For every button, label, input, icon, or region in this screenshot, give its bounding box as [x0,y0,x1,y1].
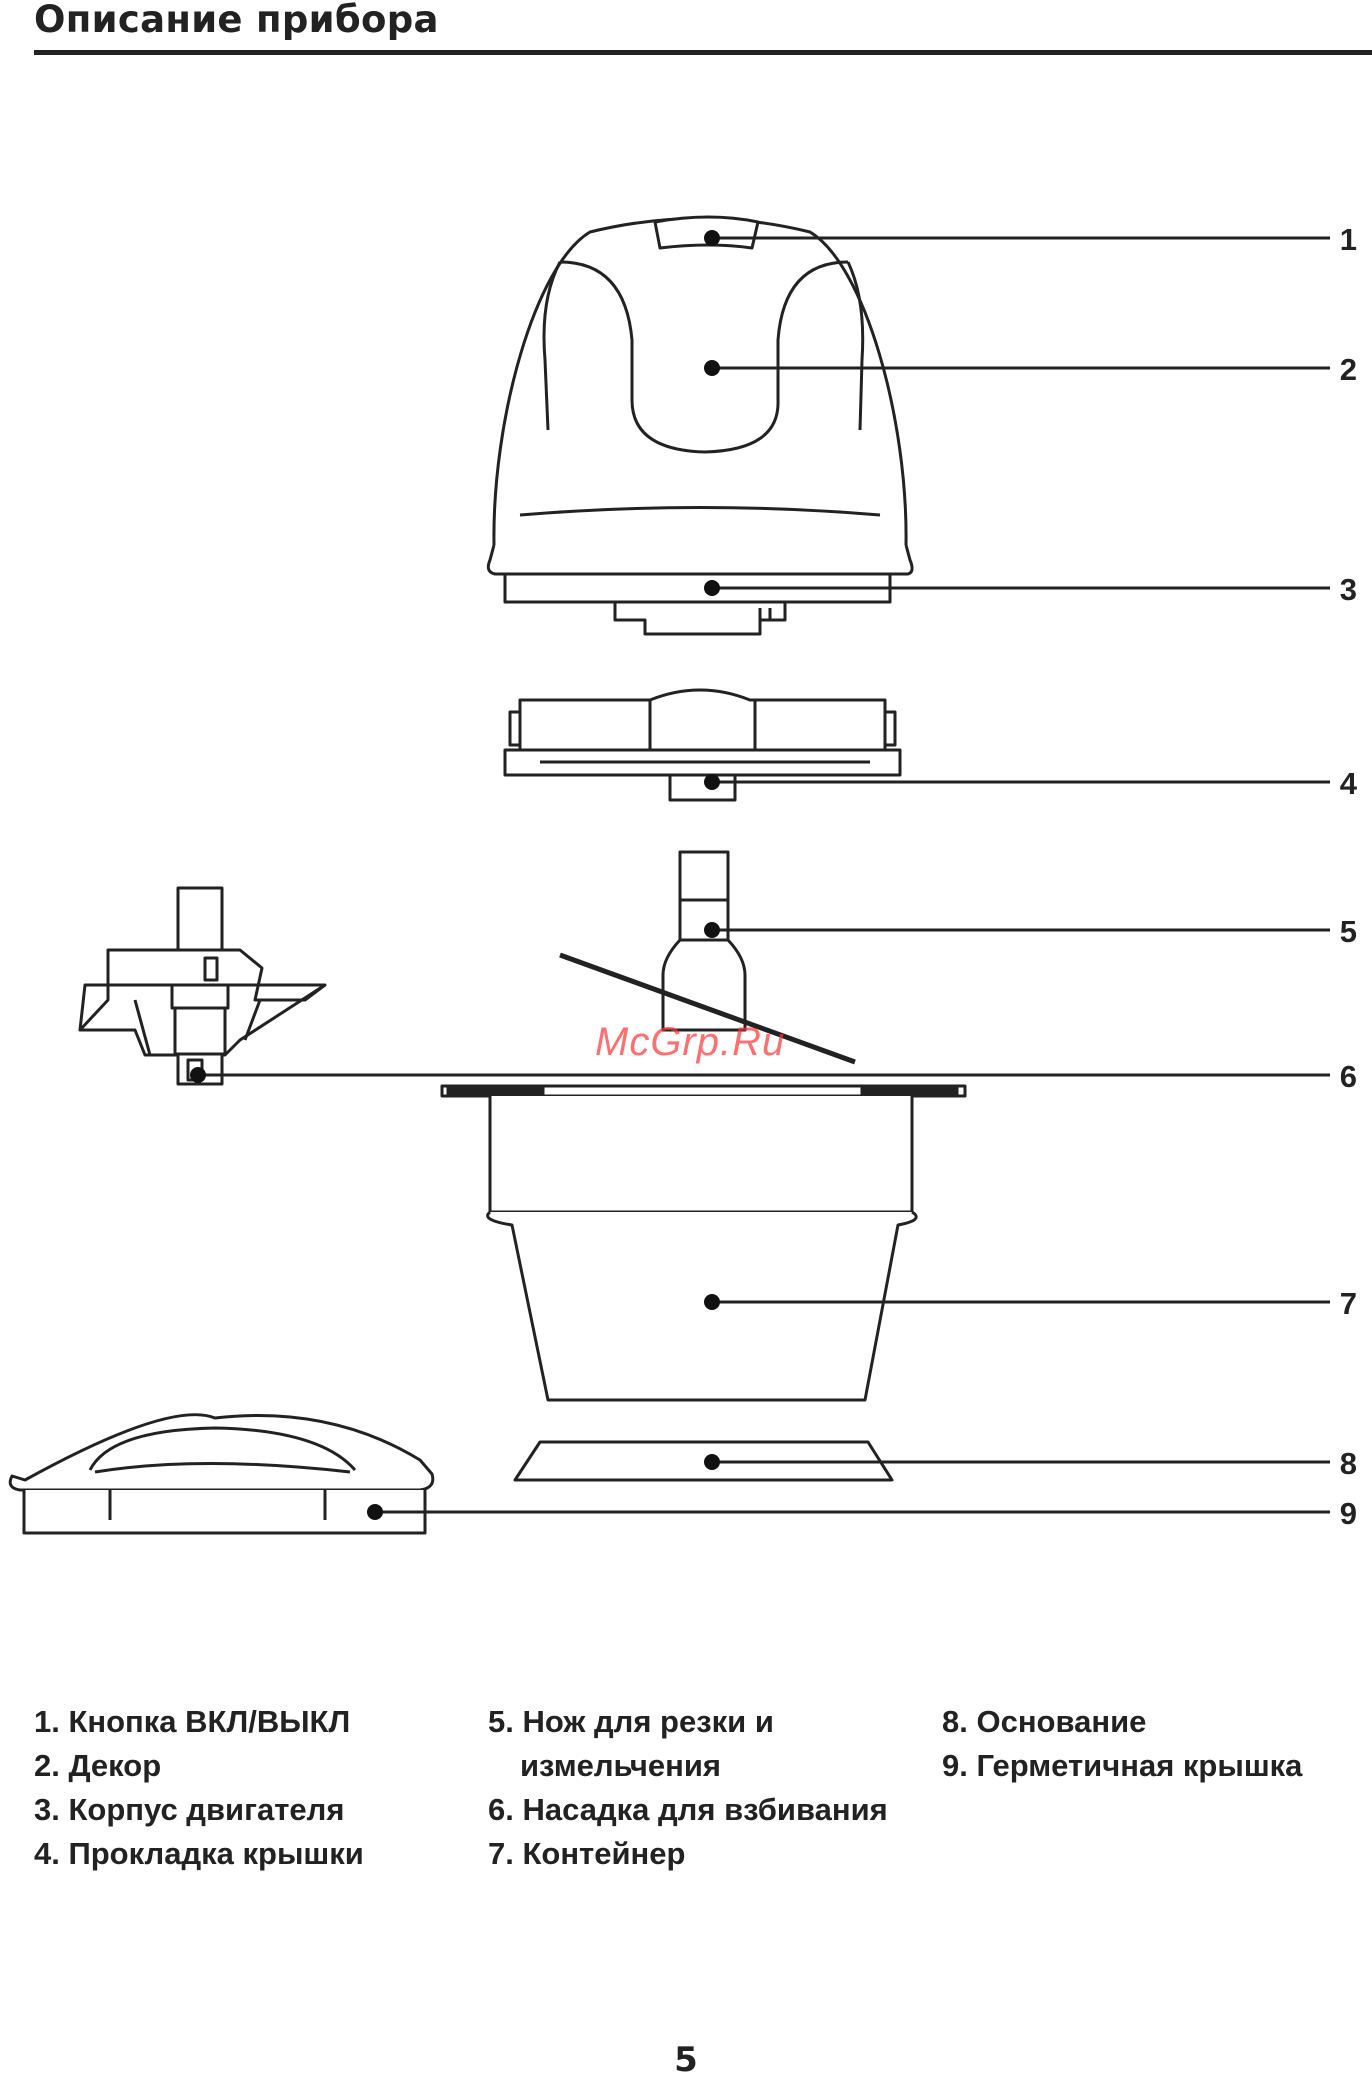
whisk-attachment-drawing [80,888,325,1084]
callout-1: 1 [1340,222,1357,257]
callout-2: 2 [1340,352,1357,387]
callout-3: 3 [1340,572,1357,607]
motor-housing-drawing [488,217,912,634]
legend-item: 9. Герметичная крышка [942,1744,1302,1788]
legend-item: 1. Кнопка ВКЛ/ВЫКЛ [34,1700,364,1744]
callout-5: 5 [1340,914,1357,949]
legend-column-3: 8. Основание 9. Герметичная крышка [942,1700,1302,1788]
legend-item: 8. Основание [942,1700,1302,1744]
callout-9: 9 [1340,1496,1357,1531]
legend-item: 5. Нож для резки и [488,1700,888,1744]
container-drawing [442,1086,965,1400]
callout-7: 7 [1340,1286,1357,1321]
watermark: McGrp.Ru [595,1020,785,1064]
callout-6: 6 [1340,1059,1357,1094]
appliance-diagram: 1 2 3 4 5 6 7 8 9 McGrp.Ru [0,0,1372,1600]
page-number: 5 [0,2040,1372,2080]
callout-8: 8 [1340,1446,1357,1481]
legend-item: 4. Прокладка крышки [34,1832,364,1876]
legend-column-2: 5. Нож для резки и измельчения 6. Насадк… [488,1700,888,1876]
legend-column-1: 1. Кнопка ВКЛ/ВЫКЛ 2. Декор 3. Корпус дв… [34,1700,364,1876]
legend-item: 3. Корпус двигателя [34,1788,364,1832]
legend-item: 7. Контейнер [488,1832,888,1876]
legend-item: 2. Декор [34,1744,364,1788]
legend-item: 6. Насадка для взбивания [488,1788,888,1832]
callout-4: 4 [1340,766,1358,801]
legend-item-continuation: измельчения [488,1744,888,1788]
